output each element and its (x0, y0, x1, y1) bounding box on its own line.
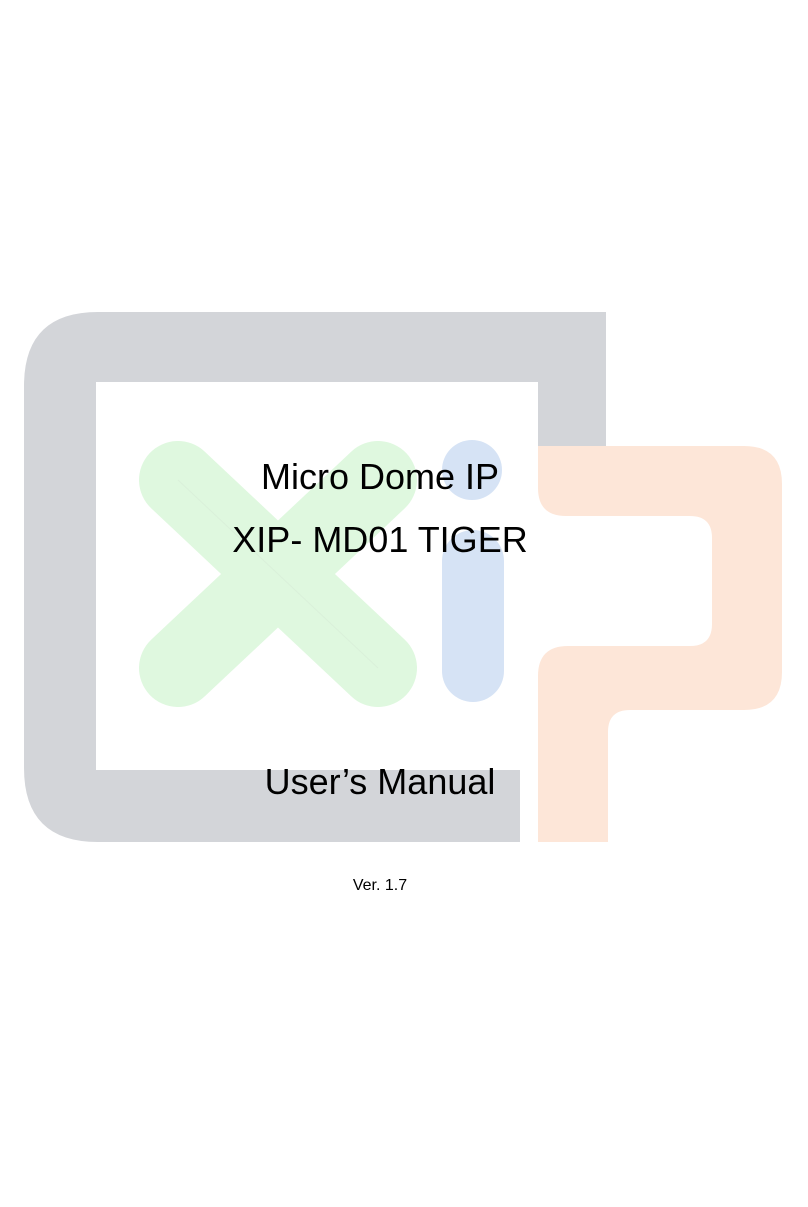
product-title: Micro Dome IP (0, 455, 760, 499)
logo-x-shape (178, 480, 378, 668)
version-label: Ver. 1.7 (0, 875, 760, 897)
product-model: XIP- MD01 TIGER (0, 518, 760, 562)
manual-label: User’s Manual (0, 760, 760, 804)
